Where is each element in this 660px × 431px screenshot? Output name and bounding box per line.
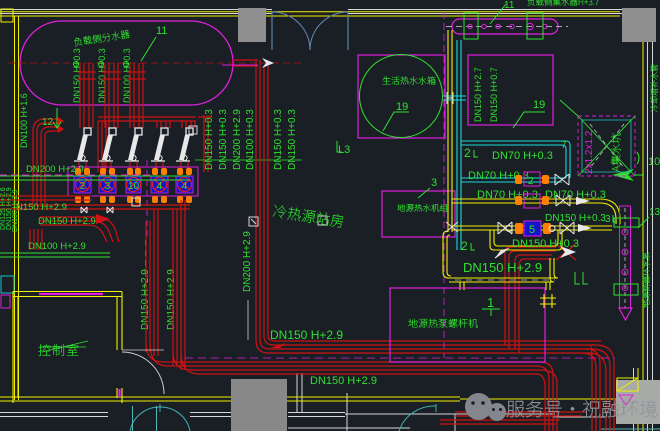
svg-text:2: 2 bbox=[528, 176, 534, 187]
svg-text:11: 11 bbox=[504, 0, 515, 11]
svg-text:DN70 H+0.3: DN70 H+0.3 bbox=[468, 170, 529, 182]
svg-text:5: 5 bbox=[529, 224, 535, 236]
svg-text:19: 19 bbox=[396, 101, 408, 113]
svg-text:2: 2 bbox=[80, 181, 86, 192]
svg-text:3: 3 bbox=[431, 177, 437, 189]
svg-text:DN200 H+2.9: DN200 H+2.9 bbox=[232, 109, 243, 170]
svg-text:DN150 H+2.9: DN150 H+2.9 bbox=[310, 375, 377, 387]
svg-text:DN150 H+0.3: DN150 H+0.3 bbox=[97, 48, 107, 103]
svg-text:DN70 H+0.3: DN70 H+0.3 bbox=[492, 150, 553, 162]
svg-text:2: 2 bbox=[461, 239, 468, 253]
svg-text:DN150 H+0.3: DN150 H+0.3 bbox=[512, 238, 579, 250]
svg-text:11: 11 bbox=[156, 25, 167, 37]
svg-text:DN150 H+0.7: DN150 H+0.7 bbox=[489, 67, 499, 122]
svg-text:3: 3 bbox=[605, 214, 611, 225]
svg-text:DN100 H+2.9: DN100 H+2.9 bbox=[28, 241, 86, 252]
svg-text:L3: L3 bbox=[338, 144, 350, 156]
svg-text:2: 2 bbox=[464, 146, 471, 160]
svg-text:DN200 H+2.9: DN200 H+2.9 bbox=[26, 164, 84, 175]
svg-text:DN150 H+0.3: DN150 H+0.3 bbox=[72, 48, 82, 103]
svg-text:3: 3 bbox=[105, 181, 111, 192]
svg-text:2x1.2x1.2: 2x1.2x1.2 bbox=[584, 130, 595, 174]
svg-text:DN125 H+2.6: DN125 H+2.6 bbox=[0, 187, 7, 230]
svg-text:DN150 H+0.3: DN150 H+0.3 bbox=[204, 109, 215, 170]
svg-text:DN100 H+1.6: DN100 H+1.6 bbox=[19, 93, 29, 148]
svg-text:DN150 H+2.9: DN150 H+2.9 bbox=[6, 187, 13, 230]
svg-text:DN100 H+0.3: DN100 H+0.3 bbox=[245, 109, 256, 170]
svg-text:DN150 H+2.9: DN150 H+2.9 bbox=[270, 328, 343, 342]
svg-text:10: 10 bbox=[648, 156, 660, 168]
svg-text:DN200 H+2.9: DN200 H+2.9 bbox=[242, 231, 253, 292]
svg-text:7: 7 bbox=[561, 140, 567, 151]
svg-text:19: 19 bbox=[533, 99, 545, 111]
svg-text:DN70 H+0.3: DN70 H+0.3 bbox=[477, 189, 538, 201]
svg-text:DN150 H+2.9: DN150 H+2.9 bbox=[166, 269, 177, 330]
svg-text:DN100 H+2.9: DN100 H+2.9 bbox=[12, 189, 19, 232]
svg-text:1: 1 bbox=[487, 295, 494, 310]
svg-text:4: 4 bbox=[157, 181, 163, 192]
svg-text:DN150 H+0.3: DN150 H+0.3 bbox=[287, 109, 298, 170]
svg-text:4: 4 bbox=[182, 181, 188, 192]
svg-text:DN100 H+0.3: DN100 H+0.3 bbox=[122, 48, 132, 103]
svg-text:DN150 H+0.3: DN150 H+0.3 bbox=[545, 213, 606, 224]
svg-text:N150 H+2.9: N150 H+2.9 bbox=[16, 202, 67, 213]
svg-text:DN150 H+0.3: DN150 H+0.3 bbox=[218, 109, 229, 170]
svg-text:DN150 H+2.9: DN150 H+2.9 bbox=[38, 216, 96, 227]
svg-text:10: 10 bbox=[128, 181, 140, 192]
svg-text:DN150 H+0.3: DN150 H+0.3 bbox=[273, 109, 284, 170]
svg-text:12: 12 bbox=[42, 117, 54, 128]
svg-text:DN150 H+2.7: DN150 H+2.7 bbox=[473, 67, 483, 122]
svg-text:13: 13 bbox=[649, 207, 660, 218]
svg-text:DN150 H+2.9: DN150 H+2.9 bbox=[463, 260, 542, 275]
